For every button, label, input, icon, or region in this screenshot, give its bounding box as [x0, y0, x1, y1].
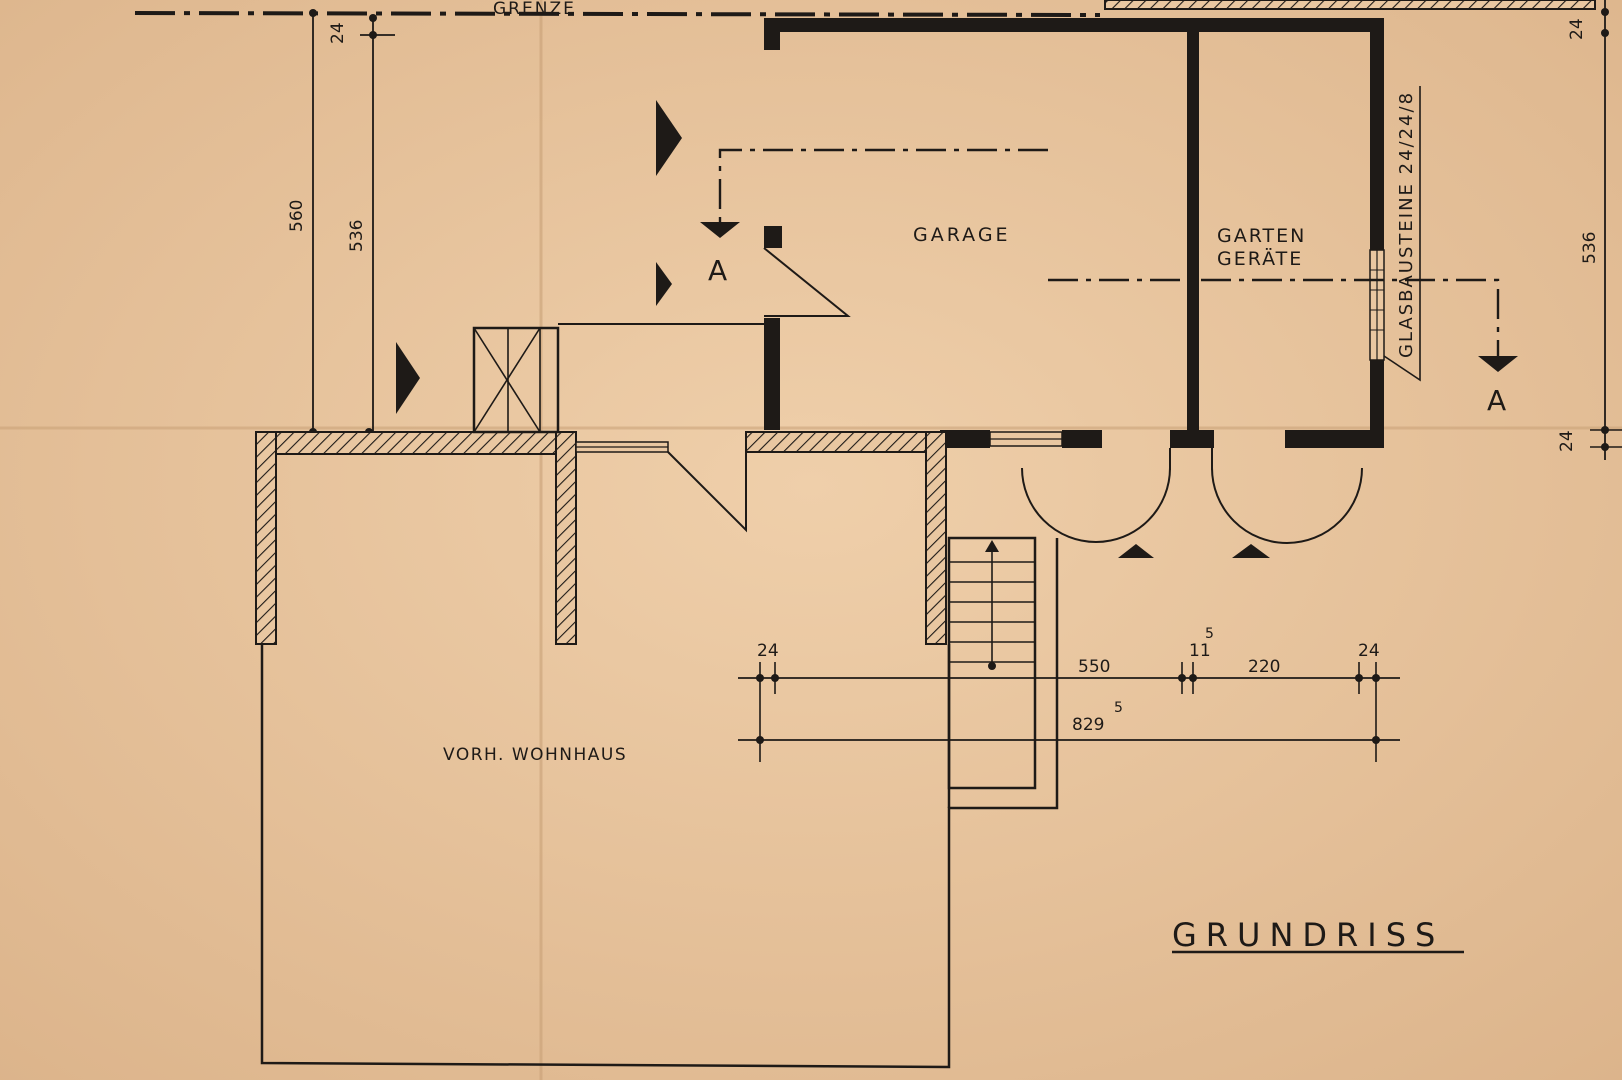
passage-stairs [472, 323, 764, 434]
dim-220: 220 [1248, 657, 1280, 677]
garage-doors [1021, 448, 1363, 544]
grenze-label: GRENZE [493, 0, 576, 19]
section-mark-a-right: A [1487, 384, 1506, 417]
wohnhaus-label: VORH. WOHNHAUS [443, 745, 627, 765]
house-walls [255, 431, 947, 645]
glasbausteine-label: GLASBAUSTEINE 24/24/8 [1396, 91, 1417, 358]
dim-right-24-top: 24 [1567, 18, 1587, 40]
glass-block-wall [1369, 249, 1385, 361]
dim-left-560: 560 [287, 200, 307, 232]
dim-24-left: 24 [757, 641, 779, 661]
right-dimension-lines: 24 536 24 [1557, 0, 1622, 460]
garage-label: GARAGE [913, 224, 1011, 246]
dim-829: 829 [1072, 715, 1104, 735]
plan-title: GRUNDRISS [1172, 916, 1444, 954]
section-mark-a-left: A [708, 254, 727, 287]
dim-550: 550 [1078, 657, 1110, 677]
dim-left-536: 536 [347, 220, 367, 252]
garage-window [989, 431, 1063, 447]
dim-829-sup: 5 [1114, 700, 1123, 716]
neighbor-wall-top [1104, 0, 1596, 10]
passage-door-swings [667, 247, 851, 533]
dim-24-right: 24 [1358, 641, 1380, 661]
entrance-stairs [947, 536, 1037, 790]
entrance-arrows [396, 100, 1270, 558]
garten-label-line2: GERÄTE [1217, 247, 1303, 270]
garage-walls [764, 18, 1384, 448]
left-dimension-lines: 24 560 536 [287, 9, 395, 436]
dim-11-sup: 5 [1205, 626, 1214, 642]
garten-label-line1: GARTEN [1217, 225, 1306, 247]
glasbausteine-leader [1383, 86, 1421, 382]
dim-left-24: 24 [328, 22, 348, 44]
section-line-a: A A [700, 148, 1518, 417]
dim-right-536: 536 [1580, 232, 1600, 264]
dim-right-24-bottom: 24 [1557, 430, 1577, 452]
horizontal-dimension-lines: 24 550 11 5 220 24 829 5 [738, 626, 1400, 762]
house-outline [260, 538, 1059, 1069]
property-boundary: GRENZE [134, 0, 1596, 19]
dim-11: 11 [1189, 641, 1211, 661]
